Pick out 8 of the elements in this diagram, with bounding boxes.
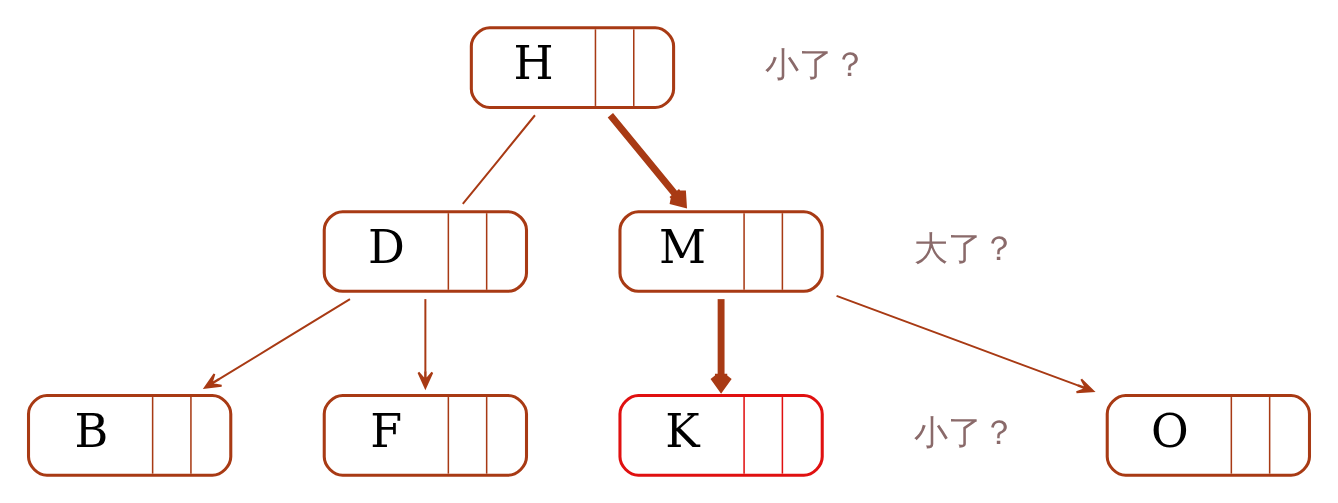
connector — [461, 114, 536, 205]
arrow — [417, 298, 434, 389]
arrow — [607, 113, 687, 208]
arrow — [203, 298, 351, 389]
node-label: 小了？ — [765, 45, 868, 85]
arrow — [835, 294, 1095, 394]
node-label: 大了？ — [913, 229, 1016, 269]
node-label: 小了？ — [913, 412, 1016, 452]
